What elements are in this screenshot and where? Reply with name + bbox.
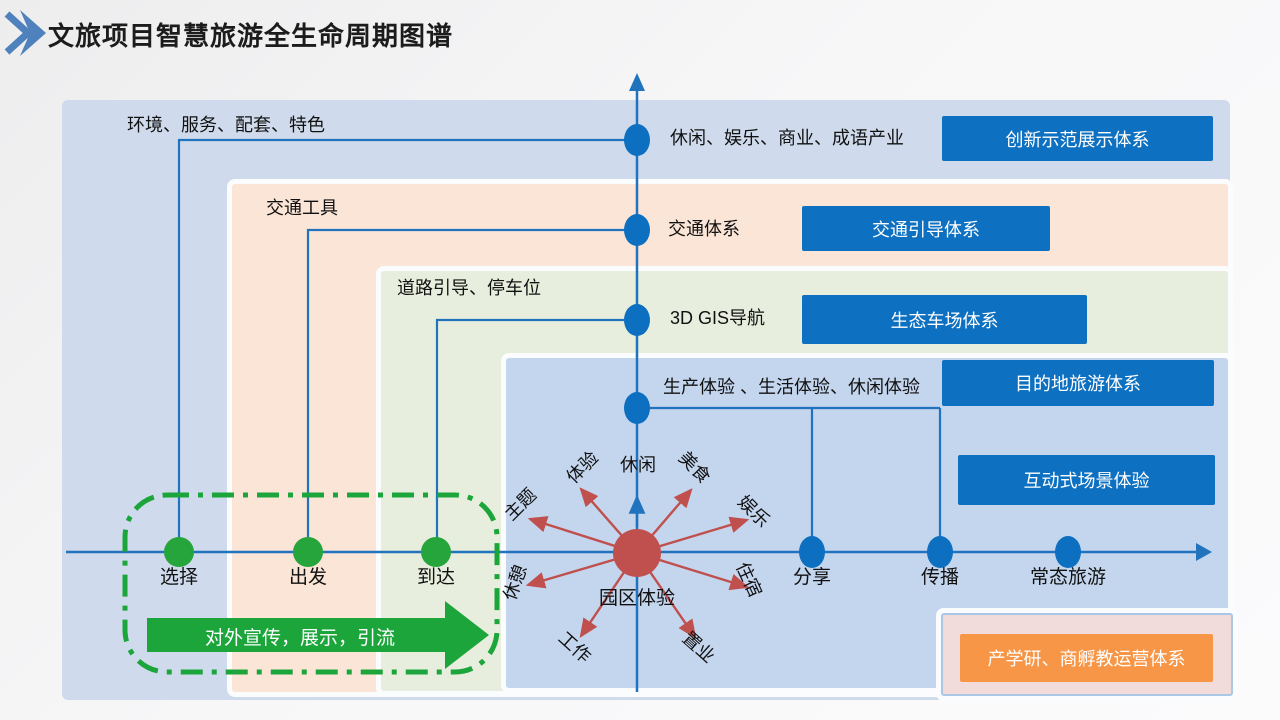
row4-label: 生产体验 、生活体验、休闲体验: [663, 377, 920, 397]
system-box-parking: 生态车场体系: [802, 295, 1087, 344]
row3-left-label: 道路引导、停车位: [397, 278, 541, 298]
spoke-label-leisure: 休闲: [620, 455, 656, 476]
stage-label-choose: 选择: [159, 567, 199, 588]
row3-node-label: 3D GIS导航: [670, 308, 766, 328]
system-box-traffic: 交通引导体系: [802, 206, 1050, 251]
row1-left-label: 环境、服务、配套、特色: [127, 115, 325, 135]
stage-label-arrive: 到达: [416, 567, 456, 588]
promo-arrow-label: 对外宣传，展示，引流: [204, 628, 396, 649]
row2-left-label: 交通工具: [266, 198, 338, 218]
system-box-interactive: 互动式场景体验: [958, 455, 1215, 505]
system-box-destination: 目的地旅游体系: [942, 360, 1214, 406]
stage-label-share: 分享: [792, 567, 832, 588]
system-box-innovation: 创新示范展示体系: [942, 116, 1213, 161]
stage-label-depart: 出发: [288, 567, 328, 588]
page-title: 文旅项目智慧旅游全生命周期图谱: [48, 21, 454, 51]
stage-label-spread: 传播: [920, 567, 960, 588]
row2-node-label: 交通体系: [668, 219, 740, 239]
double-chevron-icon: [4, 10, 46, 56]
system-box-operation: 产学研、商孵教运营体系: [960, 634, 1213, 682]
stage-label-park-experience: 园区体验: [598, 588, 676, 609]
row1-node-label: 休闲、娱乐、商业、成语产业: [670, 128, 904, 148]
stage-label-regular-tourism: 常态旅游: [1029, 567, 1107, 588]
